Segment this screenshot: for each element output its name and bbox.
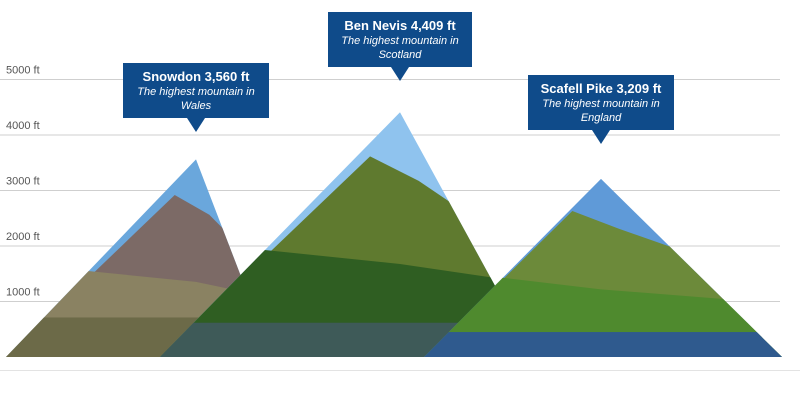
mountains <box>6 112 782 357</box>
y-tick-label: 2000 ft <box>6 231 40 243</box>
mountain-name: Scafell Pike <box>540 81 613 96</box>
mountain-name-height: Ben Nevis 4,409 ft <box>336 18 464 34</box>
mountain-description: The highest mountain in England <box>542 98 660 124</box>
y-tick-label: 1000 ft <box>6 287 40 299</box>
mountain-name-height: Scafell Pike 3,209 ft <box>536 81 666 97</box>
mountain-height: 4,409 ft <box>410 18 456 33</box>
mountain-name-height: Snowdon 3,560 ft <box>131 69 261 85</box>
footer-divider <box>0 370 800 371</box>
y-tick-label: 4000 ft <box>6 120 40 132</box>
y-tick-label: 3000 ft <box>6 176 40 188</box>
mountain-name: Ben Nevis <box>344 18 408 33</box>
mountain-description: The highest mountain in Wales <box>137 86 255 112</box>
y-tick-label: 5000 ft <box>6 65 40 77</box>
mountain-name: Snowdon <box>142 69 202 84</box>
mountain-description: The highest mountain in Scotland <box>341 35 459 61</box>
mountain-height: 3,209 ft <box>616 81 662 96</box>
mountain-height: 3,560 ft <box>204 69 250 84</box>
